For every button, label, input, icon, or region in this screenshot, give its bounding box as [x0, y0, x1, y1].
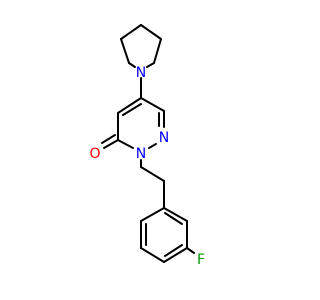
bond [164, 212, 183, 225]
pyridazinone-ring [117, 97, 165, 149]
ring-nitrogen-label: N [136, 146, 146, 162]
bond [163, 207, 188, 222]
bond [101, 134, 116, 144]
bond [146, 62, 155, 68]
bond [140, 247, 165, 263]
bond [117, 139, 134, 149]
bond [164, 244, 183, 257]
carbonyl-oxygen-label: O [89, 146, 100, 162]
bond [163, 247, 188, 263]
bond [128, 62, 136, 68]
fluorine-label: F [197, 252, 205, 268]
molecule-diagram: N N N O F [89, 24, 205, 268]
bond [120, 24, 142, 40]
bond [148, 143, 157, 149]
bond [186, 247, 195, 254]
structure-canvas: N N N O F [89, 24, 205, 268]
bond [140, 166, 165, 182]
bond [120, 38, 130, 64]
pyrrolidine-nitrogen-label: N [136, 65, 146, 81]
bond [103, 139, 119, 149]
pyrrolidine-ring [120, 24, 162, 68]
fluorophenyl-ring [140, 207, 188, 263]
bond [117, 97, 142, 114]
bond [153, 38, 162, 64]
bond [140, 24, 162, 40]
ring-nitrogen-label: N [159, 130, 169, 146]
bond [122, 103, 142, 116]
bond [140, 207, 165, 222]
bond [140, 97, 165, 112]
